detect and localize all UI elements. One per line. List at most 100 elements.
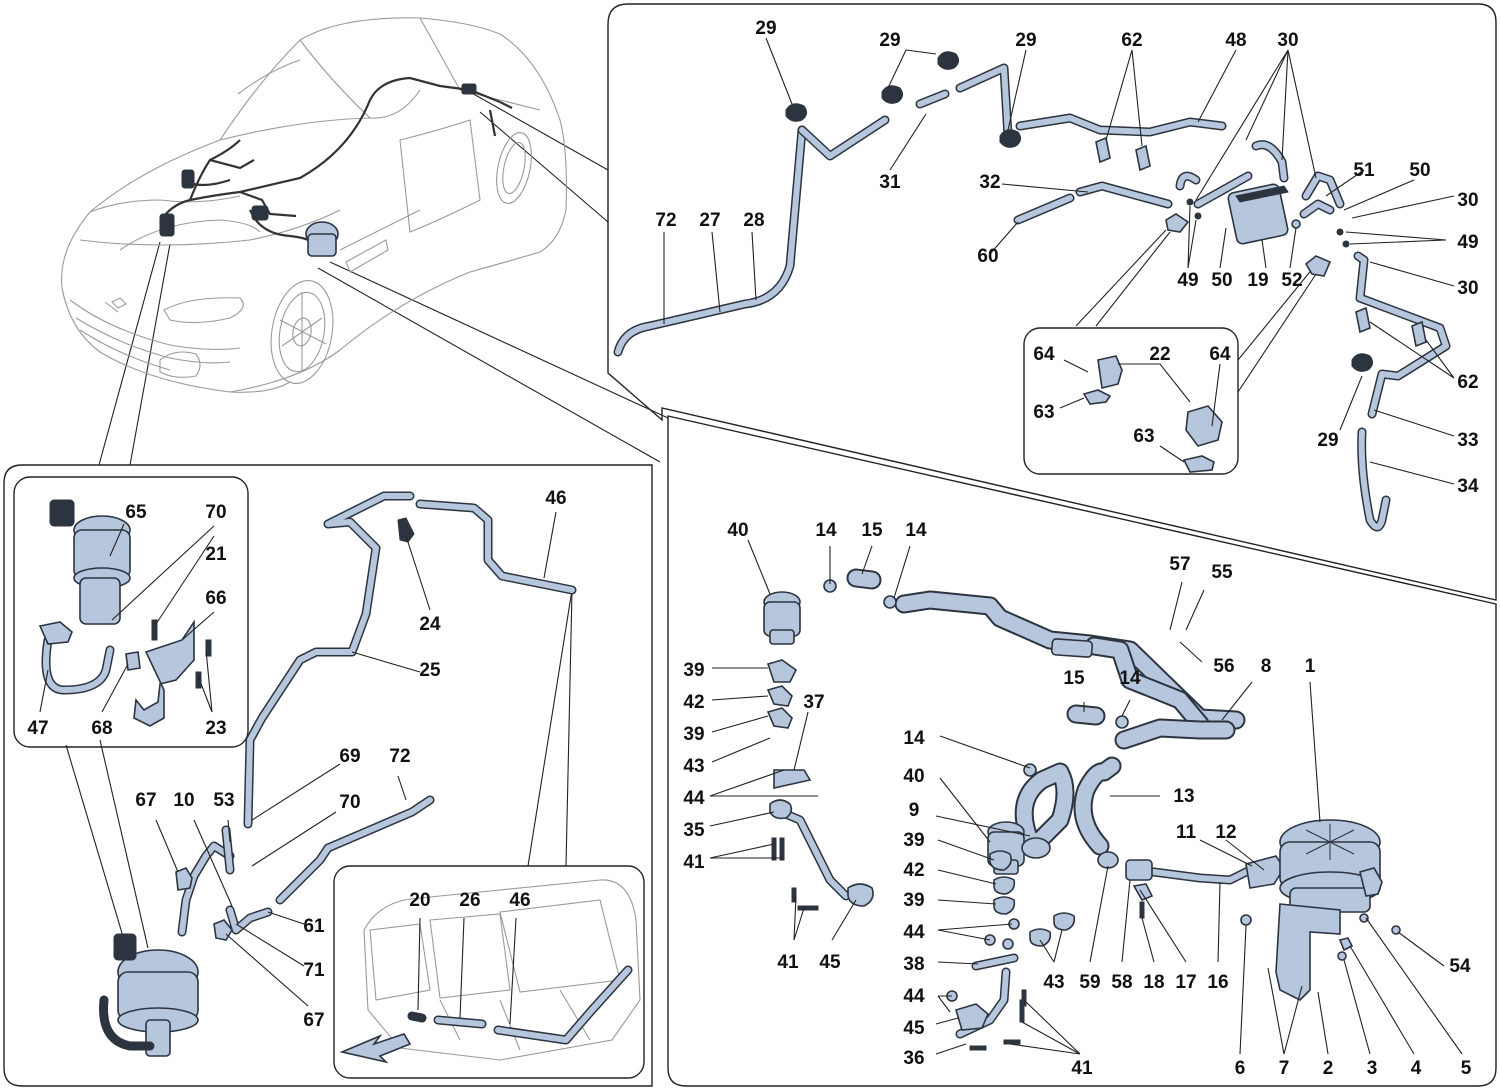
car-vacuum-lines — [159, 76, 513, 257]
callout-labels: 29 29 29 62 48 30 72 27 28 31 32 60 49 5… — [27, 18, 1479, 1079]
callout-29: 29 — [1015, 30, 1036, 51]
callout-43: 43 — [683, 756, 704, 777]
callout-39: 39 — [903, 890, 924, 911]
callout-70: 70 — [339, 792, 360, 813]
callout-67: 67 — [303, 1010, 324, 1031]
callout-62: 62 — [1121, 30, 1142, 51]
callout-24: 24 — [419, 614, 441, 635]
callout-68: 68 — [91, 718, 112, 739]
callout-59: 59 — [1079, 972, 1100, 993]
callout-14: 14 — [905, 520, 927, 541]
callout-20: 20 — [409, 890, 430, 911]
callout-7: 7 — [1279, 1058, 1290, 1079]
callout-55: 55 — [1211, 562, 1233, 583]
callout-31: 31 — [879, 172, 901, 193]
callout-3: 3 — [1367, 1058, 1378, 1079]
callout-54: 54 — [1449, 956, 1471, 977]
callout-50: 50 — [1211, 270, 1232, 291]
bottom-left-panel-parts — [38, 491, 641, 1064]
callout-10: 10 — [173, 790, 194, 811]
callout-19: 19 — [1247, 270, 1268, 291]
callout-63: 63 — [1033, 402, 1054, 423]
callout-15: 15 — [1063, 668, 1085, 689]
callout-64: 64 — [1033, 344, 1055, 365]
callout-30: 30 — [1277, 30, 1298, 51]
callout-14: 14 — [903, 728, 925, 749]
callout-30: 30 — [1457, 278, 1478, 299]
callout-4: 4 — [1411, 1058, 1422, 1079]
callout-45: 45 — [903, 1018, 925, 1039]
callout-41: 41 — [683, 852, 705, 873]
callout-25: 25 — [419, 660, 441, 681]
bottom-right-panel-parts — [763, 568, 1401, 1051]
pump-detail-inset-frame — [13, 476, 249, 748]
callout-53: 53 — [213, 790, 234, 811]
leader-lines — [39, 37, 1463, 1055]
bottom-left-panel-frame — [3, 464, 653, 1087]
callout-6: 6 — [1235, 1058, 1246, 1079]
callout-57: 57 — [1169, 554, 1190, 575]
callout-11: 11 — [1176, 822, 1197, 843]
callout-67: 67 — [135, 790, 156, 811]
callout-70: 70 — [205, 502, 226, 523]
callout-39: 39 — [683, 660, 704, 681]
callout-51: 51 — [1353, 160, 1375, 181]
callout-1: 1 — [1305, 656, 1316, 677]
callout-58: 58 — [1111, 972, 1132, 993]
callout-26: 26 — [459, 890, 480, 911]
callout-8: 8 — [1261, 656, 1272, 677]
callout-40: 40 — [727, 520, 748, 541]
bottom-right-panel-frame — [667, 415, 1497, 1087]
callout-69: 69 — [339, 746, 360, 767]
callout-12: 12 — [1215, 822, 1236, 843]
bracket-detail-inset-frame — [1023, 327, 1239, 475]
callout-62: 62 — [1457, 372, 1478, 393]
callout-39: 39 — [903, 830, 924, 851]
callout-52: 52 — [1281, 270, 1302, 291]
engine-bay-inset-frame — [333, 865, 645, 1079]
callout-63: 63 — [1133, 426, 1154, 447]
callout-5: 5 — [1461, 1058, 1472, 1079]
callout-49: 49 — [1177, 270, 1198, 291]
callout-30: 30 — [1457, 190, 1478, 211]
callout-34: 34 — [1457, 476, 1479, 497]
car-illustration — [61, 17, 567, 393]
callout-56: 56 — [1213, 656, 1234, 677]
callout-37: 37 — [803, 692, 824, 713]
callout-33: 33 — [1457, 430, 1478, 451]
callout-41: 41 — [777, 952, 799, 973]
callout-27: 27 — [699, 210, 720, 231]
callout-29: 29 — [879, 30, 900, 51]
callout-17: 17 — [1175, 972, 1196, 993]
top-right-panel-parts — [613, 51, 1451, 532]
callout-44: 44 — [903, 922, 925, 943]
callout-21: 21 — [205, 544, 227, 565]
callout-36: 36 — [903, 1048, 924, 1069]
callout-65: 65 — [125, 502, 147, 523]
callout-38: 38 — [903, 954, 924, 975]
callout-29: 29 — [1317, 430, 1338, 451]
callout-28: 28 — [743, 210, 764, 231]
callout-64: 64 — [1209, 344, 1231, 365]
callout-46: 46 — [509, 890, 530, 911]
callout-44: 44 — [903, 986, 925, 1007]
callout-41: 41 — [1071, 1058, 1093, 1079]
callout-49: 49 — [1457, 232, 1478, 253]
callout-66: 66 — [205, 588, 226, 609]
callout-15: 15 — [861, 520, 883, 541]
callout-71: 71 — [303, 960, 325, 981]
top-right-panel-frame — [607, 3, 1497, 601]
callout-72: 72 — [389, 746, 410, 767]
callout-23: 23 — [205, 718, 226, 739]
callout-32: 32 — [979, 172, 1000, 193]
callout-43: 43 — [1043, 972, 1064, 993]
callout-18: 18 — [1143, 972, 1164, 993]
callout-47: 47 — [27, 718, 48, 739]
callout-42: 42 — [903, 860, 924, 881]
callout-48: 48 — [1225, 30, 1246, 51]
callout-29: 29 — [755, 18, 776, 39]
callout-35: 35 — [683, 820, 705, 841]
car-callout-lines — [65, 91, 1325, 961]
